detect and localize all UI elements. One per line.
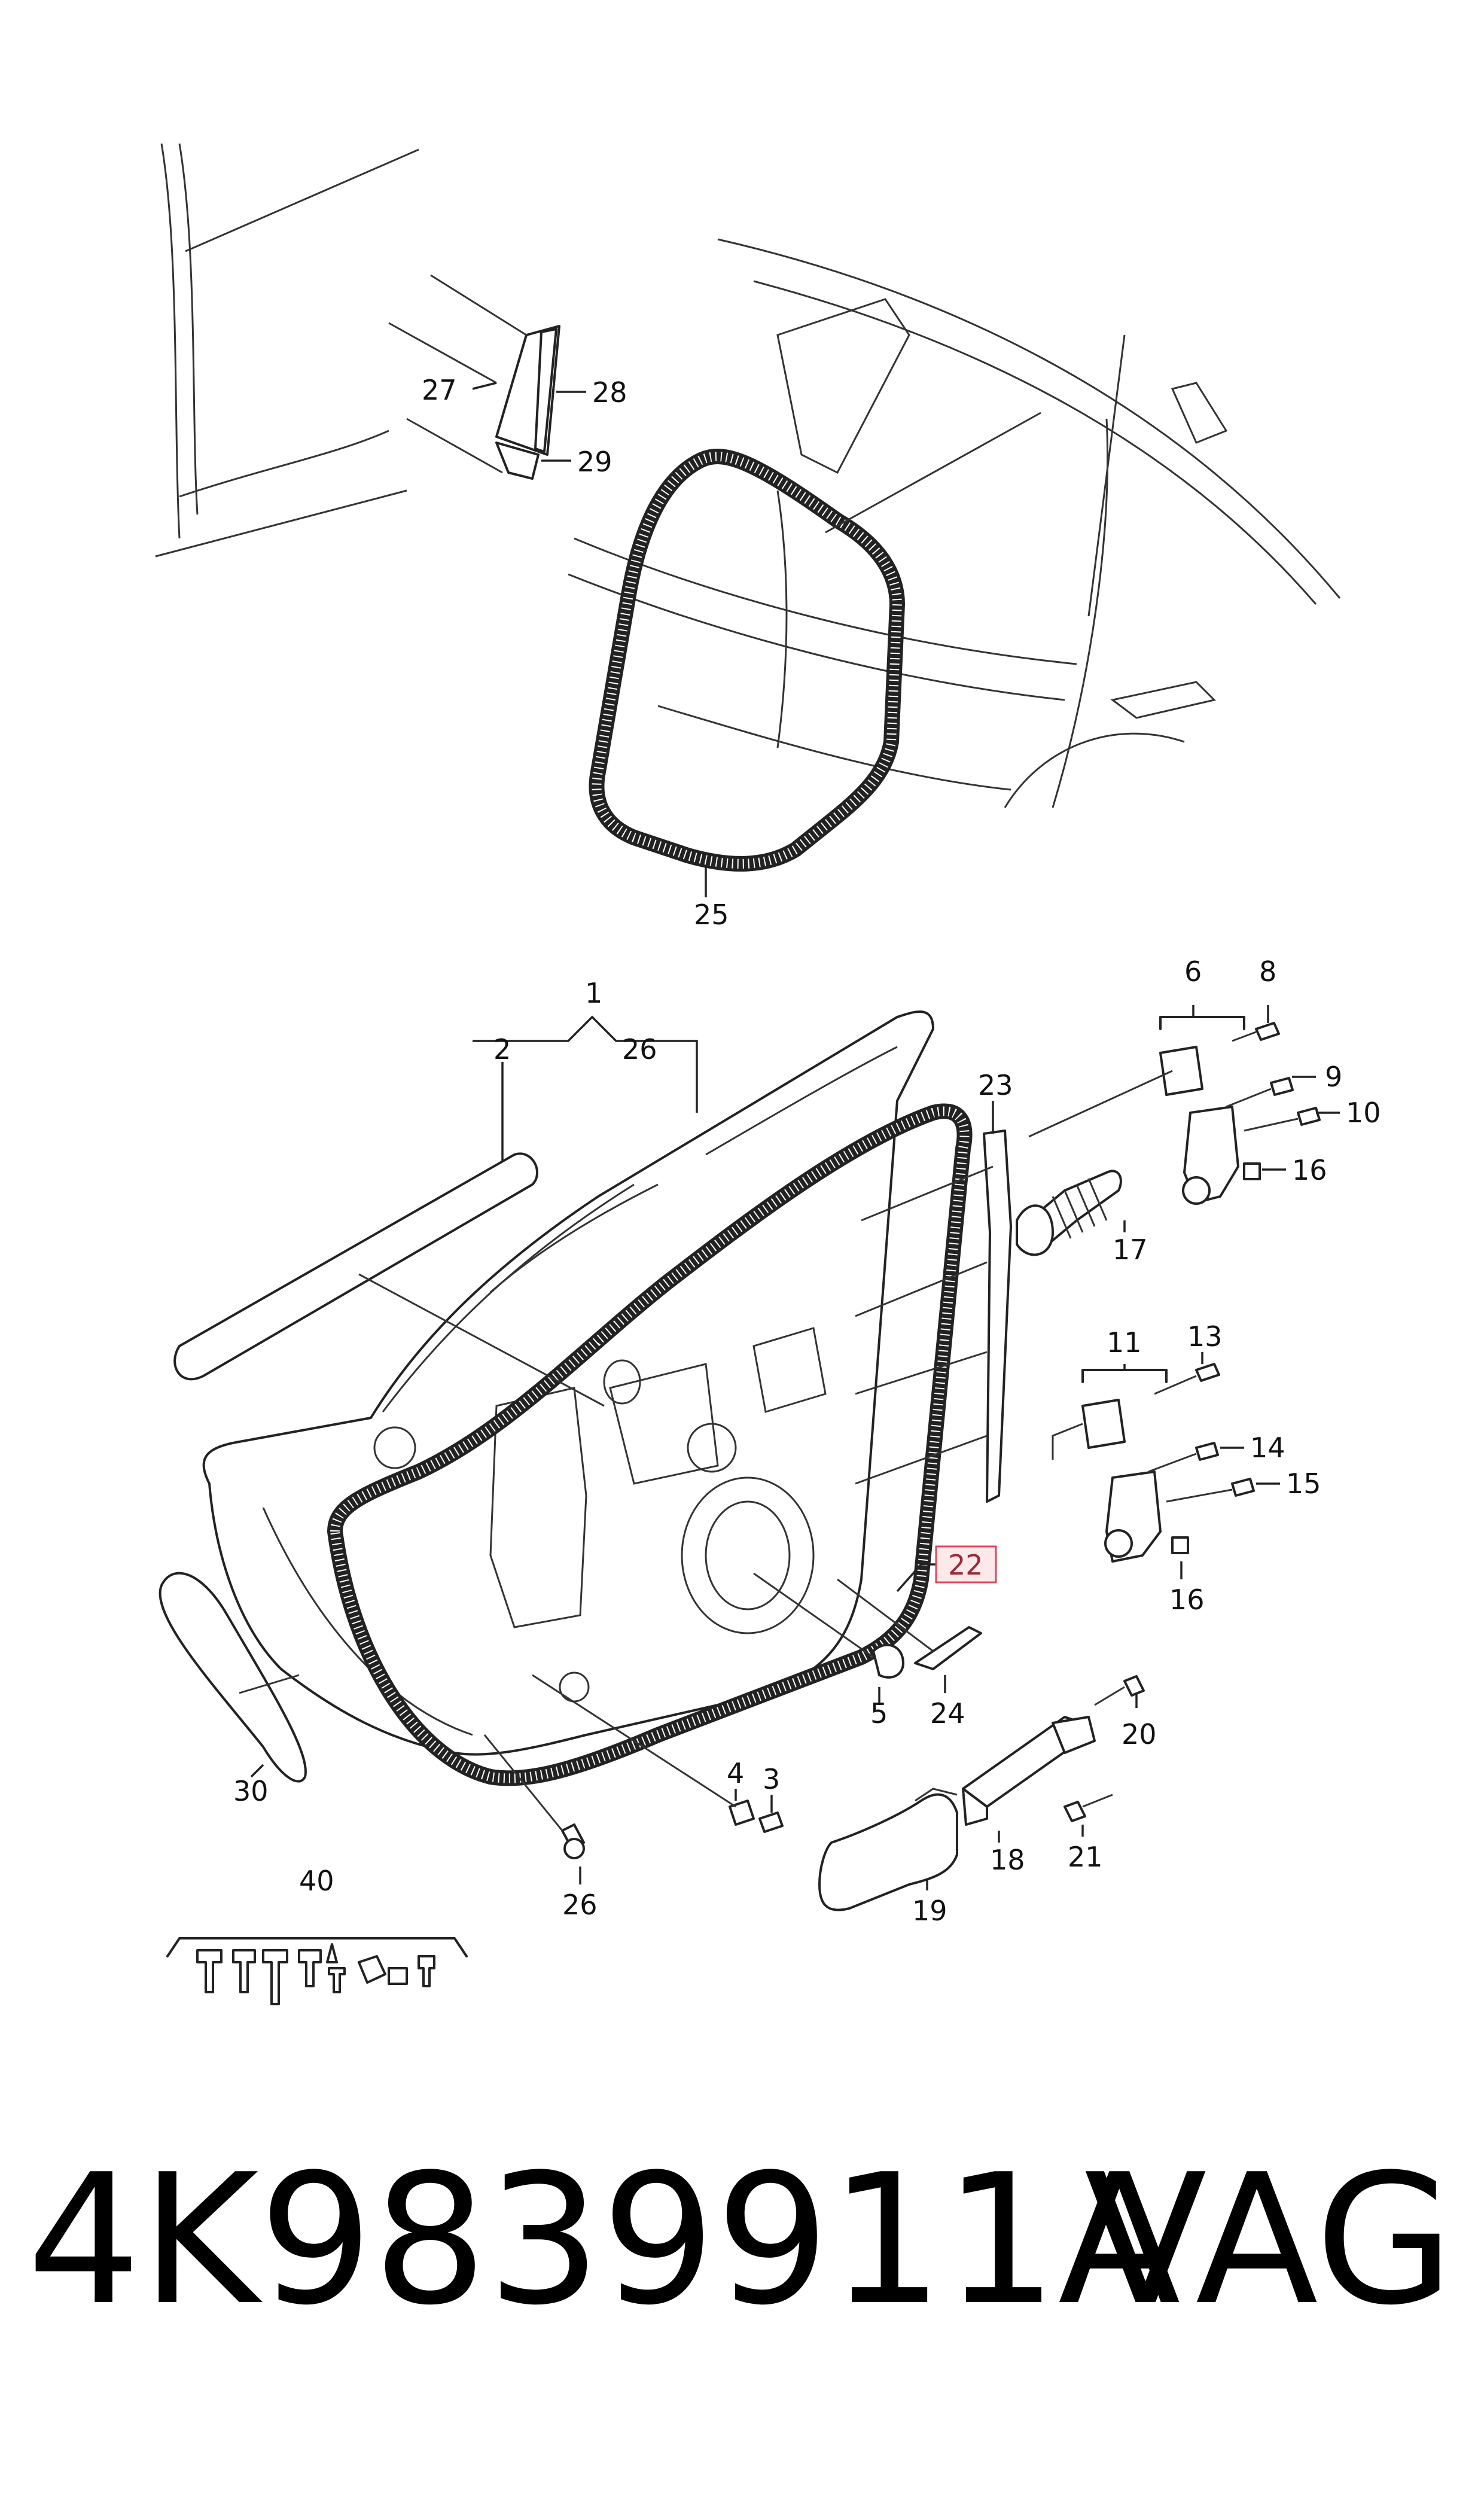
callout-2: 2: [493, 1033, 511, 1065]
callout-40: 40: [299, 1865, 334, 1897]
callout-16-lower: 16: [1169, 1584, 1205, 1616]
callout-19: 19: [912, 1895, 947, 1927]
callout-labels: 25 27 28 29 1 2 26 23 6 8 9 10 16 17 11 …: [233, 374, 1381, 1927]
callout-28: 28: [592, 376, 627, 409]
highlight-box-22: [935, 1545, 997, 1584]
callout-24: 24: [930, 1697, 965, 1730]
callout-26-bottom: 26: [562, 1889, 598, 1921]
callout-30: 30: [233, 1775, 269, 1807]
seal-strip-23: [855, 1129, 1012, 1503]
upper-hinge-assembly: [1028, 1016, 1321, 1205]
callout-15: 15: [1286, 1467, 1321, 1500]
door-opening-seal-25: [589, 412, 1041, 872]
fastener-parts: [483, 1572, 982, 1859]
part-number: 4K9839911A: [27, 2136, 1181, 2345]
callout-29: 29: [577, 446, 613, 478]
brand-name: VAG: [1084, 2136, 1454, 2345]
callout-3: 3: [763, 1763, 780, 1795]
door-seal-22: [327, 1103, 973, 1786]
quarter-window-parts: [388, 274, 560, 480]
callout-20: 20: [1122, 1718, 1157, 1750]
exploded-parts-diagram: 25 27 28 29 1 2 26 23 6 8 9 10 16 17 11 …: [155, 143, 1381, 2005]
door-shell: [202, 1010, 934, 1756]
callout-17: 17: [1113, 1234, 1148, 1266]
callout-27: 27: [422, 374, 457, 406]
lower-hinge-assembly: [1052, 1363, 1255, 1563]
fastener-kit-40: [166, 1937, 468, 2005]
callout-4: 4: [727, 1757, 744, 1789]
callout-14: 14: [1250, 1432, 1285, 1464]
callout-10: 10: [1346, 1097, 1381, 1129]
callout-21: 21: [1068, 1841, 1103, 1873]
callout-25: 25: [694, 899, 729, 931]
callout-5: 5: [870, 1697, 888, 1730]
door-check-17: [1016, 1170, 1122, 1256]
car-body-outline: [155, 143, 1341, 808]
callout-9: 9: [1325, 1061, 1342, 1093]
callout-6: 6: [1184, 955, 1202, 988]
callout-1: 1: [585, 977, 602, 1009]
part-number-caption: 4K9839911A VAG: [0, 2142, 1484, 2339]
callout-18: 18: [990, 1844, 1025, 1876]
trim-piece-30: [159, 1572, 307, 1783]
callout-26-top: 26: [622, 1033, 657, 1065]
callout-11: 11: [1107, 1326, 1142, 1359]
door-handle-assembly: [818, 1675, 1145, 1911]
callout-16-upper: 16: [1292, 1154, 1327, 1186]
callout-13: 13: [1187, 1320, 1223, 1353]
leader-lines: [250, 382, 1340, 1890]
callout-22: 22: [948, 1549, 983, 1581]
callout-8: 8: [1259, 955, 1276, 988]
callout-23: 23: [978, 1069, 1013, 1101]
window-trim-2: [173, 1152, 605, 1407]
